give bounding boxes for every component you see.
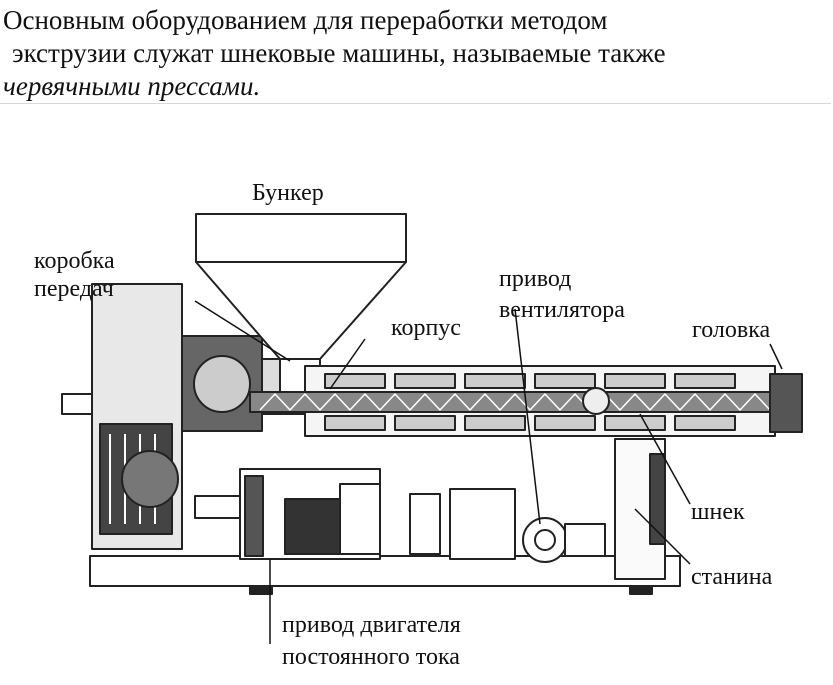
leader-lines (194, 300, 783, 644)
hopper-shape (195, 213, 407, 395)
label-motor-drive: привод двигателя постоянного тока (282, 612, 461, 670)
barrel-shape (249, 365, 803, 437)
intro-line-1: Основным оборудованием для переработки м… (3, 5, 608, 35)
label-bunker: Бункер (252, 180, 324, 206)
gearbox-shape (61, 283, 183, 550)
label-screw: шнек (691, 499, 745, 525)
intro-line-3: червячными прессами. (3, 71, 261, 101)
label-head: головка (692, 317, 771, 343)
label-fan-drive: привод вентилятора (499, 266, 625, 323)
intro-text-block: Основным оборудованием для переработки м… (0, 0, 831, 104)
label-frame: станина (691, 564, 773, 590)
base-frame (89, 438, 681, 595)
label-body: корпус (391, 315, 461, 341)
extruder-diagram: Бункер коробка передач привод вентилятор… (0, 104, 833, 680)
control-and-fan (409, 488, 606, 563)
label-gearbox: коробка передач (34, 248, 115, 302)
extruder-drawing (61, 213, 803, 644)
dc-motor-shape (194, 468, 381, 560)
intro-line-2: экструзии служат шнековые машины, называ… (12, 38, 666, 68)
